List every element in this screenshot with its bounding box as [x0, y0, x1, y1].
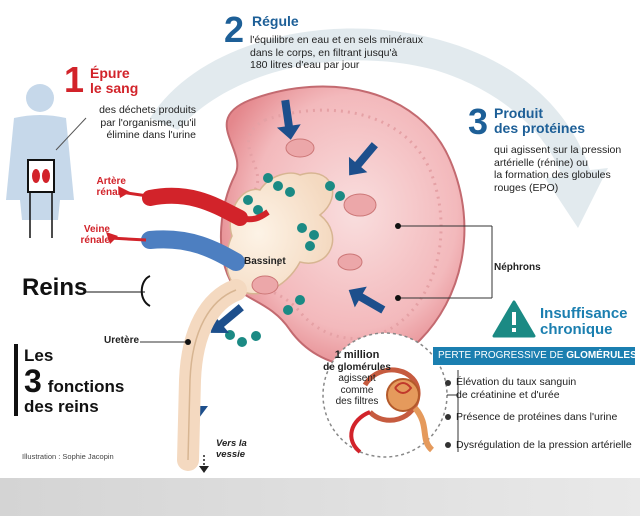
function-1-number: 1 — [64, 59, 85, 100]
to-bladder-line: vessie — [216, 449, 246, 460]
insufficiency-item-2: Présence de protéines dans l'urine — [456, 411, 636, 424]
artery-label: Artère rénale — [92, 176, 126, 198]
glomeruli-line: agissent — [338, 373, 376, 384]
function-2-desc-line: l'équilibre en eau et en sels minéraux — [250, 34, 424, 46]
function-3-desc-line: artérielle (rénine) ou — [494, 156, 588, 169]
insufficiency-item-line: Élévation du taux sanguin — [456, 376, 577, 388]
function-3-number: 3 — [468, 101, 489, 142]
pelvis-label: Bassinet — [244, 256, 286, 267]
to-bladder-label: Vers la vessie — [216, 438, 247, 460]
vein-label: Veine rénale — [76, 224, 110, 246]
renal-artery — [142, 187, 248, 226]
function-1-title: Épure le sang — [90, 66, 138, 96]
to-bladder-line: Vers la — [216, 438, 247, 449]
function-3-title-line2: des protéines — [494, 120, 586, 136]
glomeruli-highlight: 1 million — [334, 349, 380, 361]
kidneys-label: Reins — [22, 274, 88, 301]
body-silhouette-icon — [6, 84, 74, 238]
artery-label-line: Artère — [96, 176, 126, 187]
insufficiency-item-3: Dysrégulation de la pression artérielle — [456, 439, 636, 452]
function-1-title-line2: le sang — [90, 80, 139, 96]
cycle-arrow — [150, 28, 608, 229]
summary-title: Les 3 fonctions des reins — [24, 346, 124, 417]
ureter-label: Uretère — [104, 335, 140, 346]
insufficiency-item-line: Dysrégulation de la pression artérielle — [456, 439, 632, 451]
kidney-shape — [220, 85, 466, 368]
glomerulus-inset — [322, 332, 448, 458]
function-2-desc-line: 180 litres d'eau par jour — [250, 59, 360, 71]
warning-icon — [492, 300, 536, 338]
glomeruli-note: 1 million de glomérules agissent comme d… — [322, 349, 392, 408]
insufficiency-banner-bg — [433, 347, 635, 365]
insufficiency-banner: PERTE PROGRESSIVE DE GLOMÉRULES = — [438, 350, 640, 361]
function-1-desc-line: des déchets produits — [99, 104, 196, 116]
illustration-credit: Illustration : Sophie Jacopin — [22, 452, 114, 461]
summary-rule — [14, 344, 18, 416]
function-2-description: l'équilibre en eau et en sels minéraux d… — [250, 34, 440, 72]
function-3-title-line1: Produit — [494, 105, 543, 121]
function-3-desc-line: rouges (EPO) — [494, 181, 559, 194]
banner-prefix: PERTE PROGRESSIVE DE — [438, 350, 567, 361]
insufficiency-item-line: Présence de protéines dans l'urine — [456, 411, 618, 423]
function-3-desc-line: la formation des globules — [494, 169, 611, 181]
vein-label-line: rénale — [80, 235, 110, 246]
vein-label-line: Veine — [83, 224, 110, 235]
renal-vein — [141, 230, 245, 271]
insufficiency-title-line: Insuffisance — [540, 305, 628, 322]
glomeruli-line: comme — [340, 384, 374, 396]
summary-number: 3 — [24, 363, 42, 399]
function-2-title: Régule — [252, 13, 299, 29]
insufficiency-title-line: chronique — [540, 321, 613, 338]
function-3-description: qui agissent sur la pression artérielle … — [494, 144, 634, 194]
function-3-title: Produit des protéines — [494, 106, 585, 136]
glomeruli-line2: de glomérules — [323, 361, 391, 373]
function-2-desc-line: dans le corps, en filtrant jusqu'à — [250, 46, 398, 59]
insufficiency-item-1: Élévation du taux sanguin de créatinine … — [456, 376, 636, 401]
summary-line3: des reins — [24, 397, 99, 416]
glomeruli-dots — [225, 173, 345, 347]
glomeruli-line: des filtres — [335, 396, 379, 407]
insufficiency-item-line: de créatinine et d'urée — [456, 388, 560, 401]
banner-strong: GLOMÉRULES = — [566, 350, 640, 361]
artery-label-line: rénale — [96, 187, 126, 198]
function-1-desc-line: par l'organisme, qu'il — [100, 116, 196, 129]
summary-line1: Les — [24, 346, 54, 365]
summary-line2: fonctions — [47, 377, 125, 396]
function-1-description: des déchets produits par l'organisme, qu… — [86, 104, 196, 142]
insufficiency-title: Insuffisance chronique — [540, 306, 628, 338]
function-3-desc-line: qui agissent sur la pression — [494, 144, 622, 156]
nephrons-label: Néphrons — [494, 262, 541, 273]
function-1-title-line1: Épure — [90, 65, 130, 81]
function-1-desc-line: élimine dans l'urine — [106, 129, 196, 141]
function-2-number: 2 — [224, 9, 245, 50]
